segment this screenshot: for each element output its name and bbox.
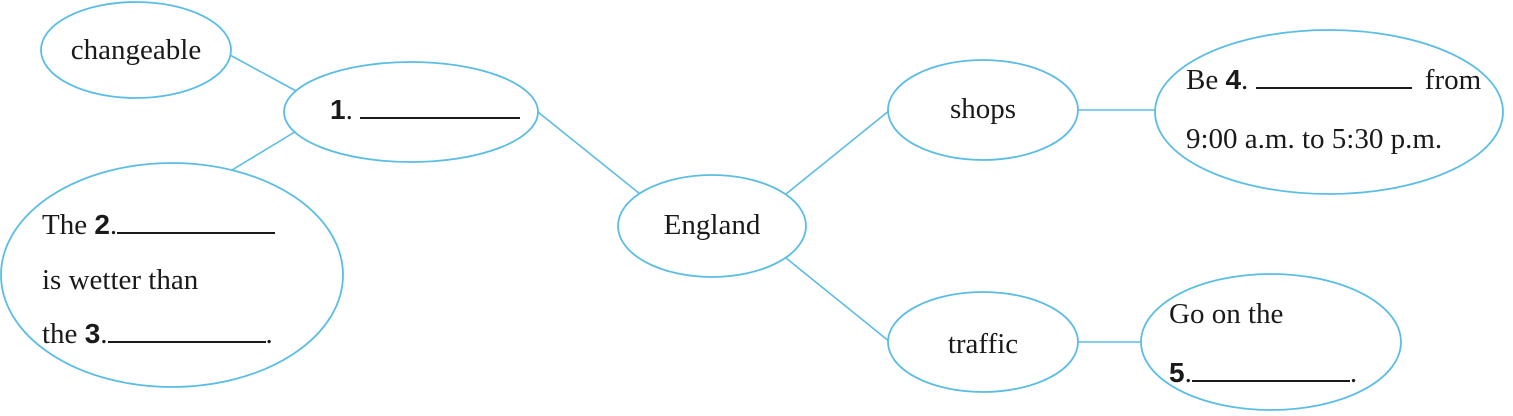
node-changeable: [40, 1, 232, 99]
traffic-detail-line-2: 5..: [1169, 356, 1358, 389]
topic-1-blank: 1.: [330, 93, 521, 127]
answer-blank-5: [1191, 356, 1350, 382]
answer-blank-2: [117, 208, 276, 234]
shops-detail-from: from: [1424, 64, 1482, 96]
node-shops: [887, 59, 1079, 161]
blank-number-4: 4: [1225, 64, 1242, 95]
node-topic-1: [283, 61, 539, 163]
sentence-text-wetter: is wetter than: [42, 264, 199, 296]
sentence-text-the-2: the: [42, 318, 78, 350]
connector-changeable-topic1: [229, 54, 299, 93]
sentence-end-period: .: [265, 318, 273, 350]
sentence-line-2: is wetter than: [42, 263, 198, 297]
node-sentence-2-3: [0, 162, 344, 388]
node-traffic-detail: [1140, 273, 1402, 411]
connector-topic1-sentence: [231, 129, 299, 171]
traffic-detail-go-on: Go on the: [1169, 298, 1284, 330]
sentence-text-the: The: [42, 209, 88, 241]
blank-number-3: 3: [84, 318, 101, 349]
traffic-label: traffic: [947, 328, 1019, 360]
connector-topic1-england: [537, 111, 641, 195]
sentence-line-3: the 3..: [42, 317, 273, 350]
answer-blank-3: [107, 317, 266, 343]
connector-england-shops: [785, 109, 891, 195]
node-shops-detail: [1154, 29, 1504, 195]
period: .: [345, 94, 353, 126]
shops-label: shops: [949, 93, 1017, 125]
traffic-detail-line-1: Go on the: [1169, 297, 1283, 331]
shops-detail-hours: 9:00 a.m. to 5:30 p.m.: [1186, 123, 1443, 155]
center-node-label: England: [663, 209, 761, 241]
blank-number-5: 5: [1169, 357, 1185, 388]
answer-blank-4: [1255, 63, 1412, 89]
shops-detail-be: Be: [1186, 64, 1219, 96]
changeable-label: changeable: [70, 34, 202, 66]
node-england: [617, 174, 807, 278]
sentence-line-1: The 2.: [42, 208, 276, 242]
node-traffic: [887, 291, 1079, 393]
blank-number-2: 2: [94, 209, 110, 240]
answer-blank-1: [360, 93, 521, 119]
blank-number-1: 1: [330, 94, 346, 125]
shops-detail-line-2: 9:00 a.m. to 5:30 p.m.: [1186, 122, 1442, 156]
shops-detail-line-1: Be 4. from: [1186, 63, 1482, 96]
connector-england-traffic: [785, 257, 891, 343]
traffic-detail-end-period: .: [1349, 357, 1358, 389]
